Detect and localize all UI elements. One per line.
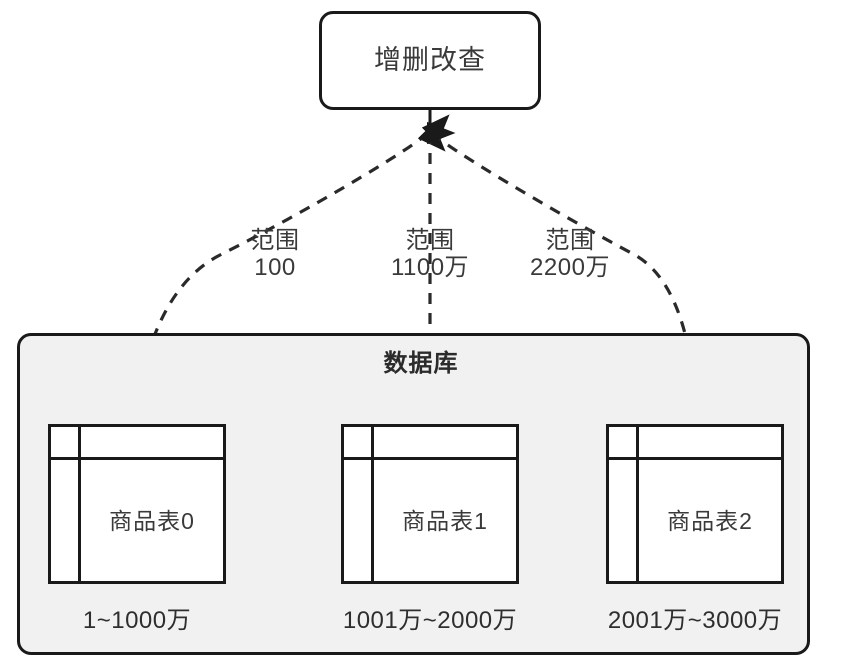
database-title: 数据库 <box>383 350 459 377</box>
edge-label-range-1-line1: 范围 <box>405 227 455 254</box>
table-side-column-divider-2 <box>636 427 639 581</box>
table-side-column-divider-0 <box>78 427 81 581</box>
edge-label-range-2: 范围 2200万 <box>495 227 645 282</box>
edge-label-range-1: 范围 1100万 <box>355 227 505 282</box>
table-node-label-0: 商品表0 <box>109 507 195 534</box>
table-range-caption-2: 2001万~3000万 <box>607 607 783 634</box>
table-range-caption-1: 1001万~2000万 <box>342 607 518 634</box>
edge-label-range-1-line2: 1100万 <box>390 253 470 281</box>
table-range-caption-0: 1~1000万 <box>82 607 192 634</box>
crud-node-label: 增删改查 <box>374 45 486 75</box>
table-header-row-divider-2 <box>609 457 781 460</box>
crud-node[interactable]: 增删改查 <box>319 11 541 110</box>
edge-label-range-0-line1: 范围 <box>250 227 300 254</box>
edge-label-range-2-line2: 2200万 <box>530 253 610 281</box>
table-node-label-2: 商品表2 <box>667 507 753 534</box>
edge-label-range-2-line1: 范围 <box>545 227 595 254</box>
table-header-row-divider-1 <box>344 457 516 460</box>
table-header-row-divider-0 <box>51 457 223 460</box>
table-side-column-divider-1 <box>371 427 374 581</box>
edge-label-range-0: 范围 100 <box>200 227 350 282</box>
table-node-0[interactable]: 商品表0 <box>48 424 226 584</box>
table-node-1[interactable]: 商品表1 <box>341 424 519 584</box>
table-node-2[interactable]: 商品表2 <box>606 424 784 584</box>
edge-label-range-0-line2: 100 <box>254 253 296 281</box>
table-node-label-1: 商品表1 <box>402 507 488 534</box>
